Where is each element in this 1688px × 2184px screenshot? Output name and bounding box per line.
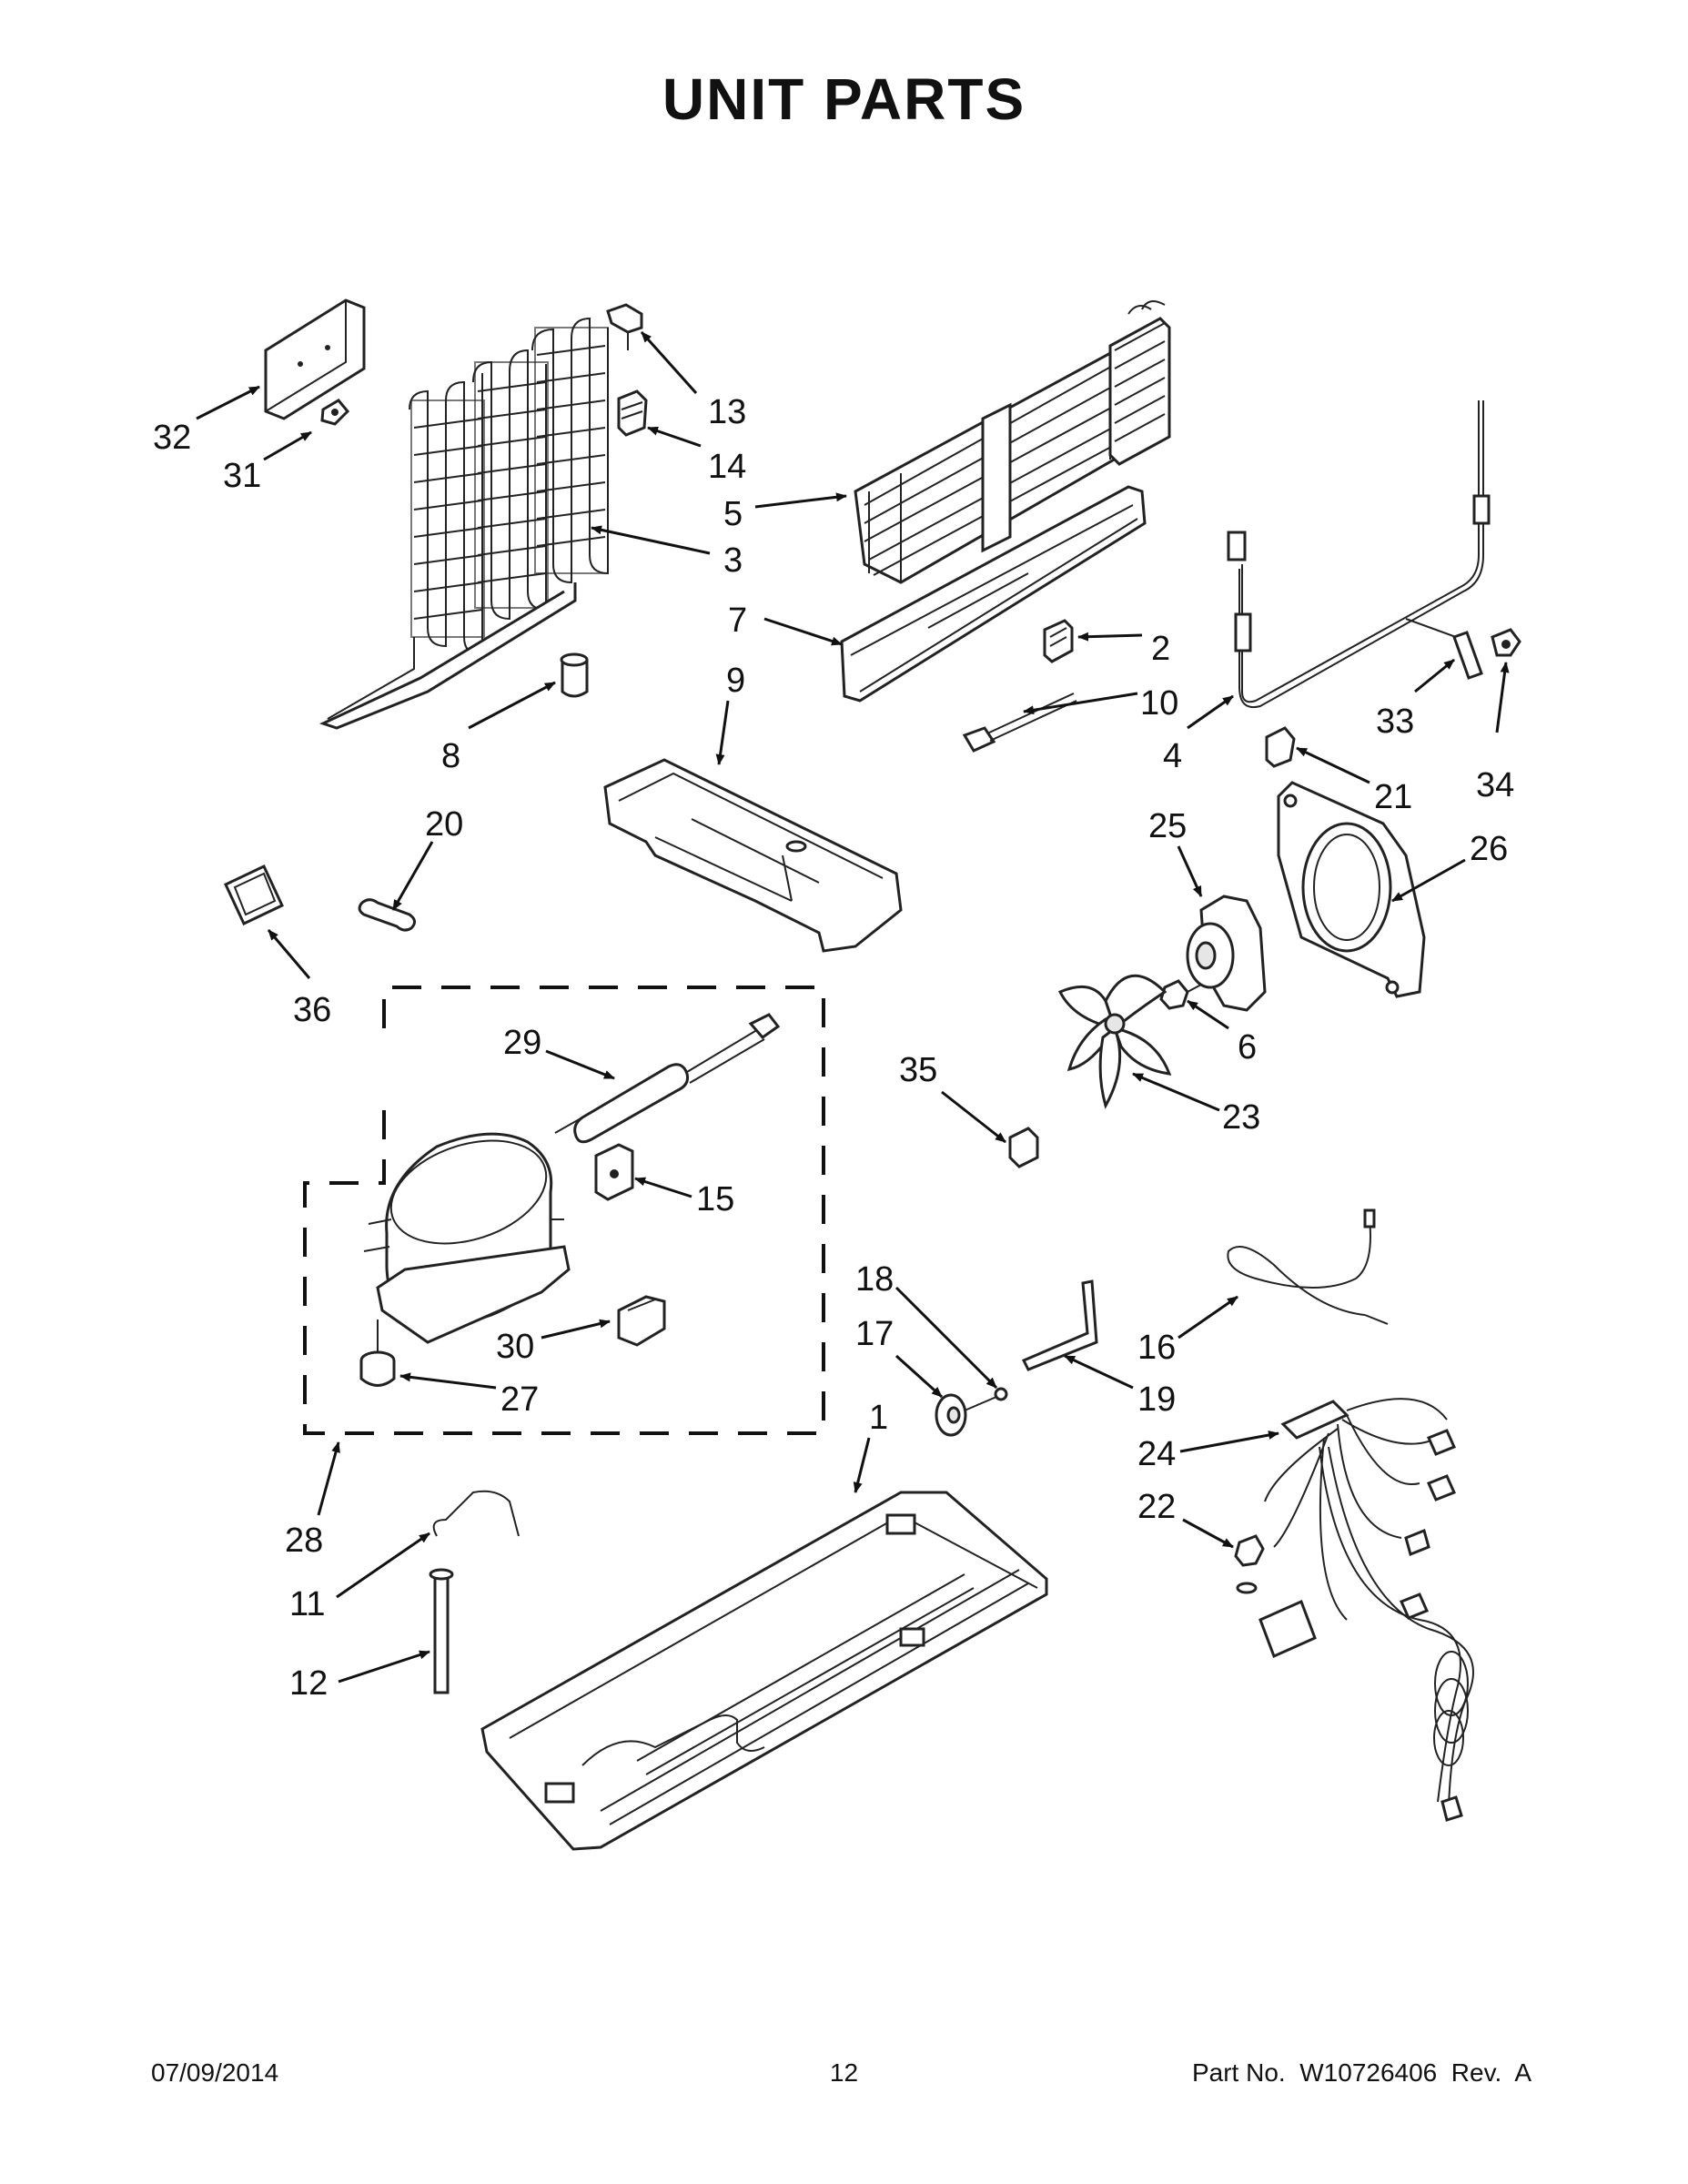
callout-7: 7: [728, 602, 747, 640]
callout-3: 3: [723, 541, 743, 580]
part-5-evaporator: [854, 300, 1171, 584]
callout-2: 2: [1151, 630, 1170, 668]
callout-labels: 32 31 13 14 5 3 7 2 10 9 8 4 33 34 21 25…: [153, 393, 1514, 1703]
callout-16: 16: [1137, 1329, 1176, 1367]
callout-6: 6: [1238, 1028, 1257, 1067]
callout-5: 5: [723, 495, 743, 533]
part-4-defrost-heater: [1227, 400, 1491, 708]
callout-9: 9: [726, 662, 745, 700]
part-10-tie: [962, 693, 1077, 753]
part-33-bracket: [1452, 631, 1483, 680]
compressor: [363, 1132, 571, 1356]
callout-12: 12: [289, 1664, 328, 1703]
callout-4: 4: [1163, 737, 1182, 775]
callout-13: 13: [708, 393, 746, 431]
part-12-tube: [429, 1568, 454, 1694]
callout-20: 20: [425, 805, 463, 844]
callout-8: 8: [441, 737, 460, 775]
callout-19: 19: [1137, 1380, 1176, 1419]
callout-29: 29: [503, 1024, 541, 1062]
part-22-screw: [1234, 1534, 1265, 1594]
callout-leaders: [196, 330, 1510, 1684]
callout-30: 30: [496, 1328, 534, 1366]
callout-27: 27: [500, 1380, 539, 1419]
callout-15: 15: [696, 1180, 734, 1218]
callout-28: 28: [285, 1522, 323, 1560]
page-title: UNIT PARTS: [662, 66, 1026, 132]
callout-17: 17: [855, 1315, 894, 1353]
part-19-tube: [1021, 1279, 1098, 1371]
footer-date: 07/09/2014: [151, 2058, 279, 2087]
part-3-condenser-coil: [318, 317, 609, 730]
callout-18: 18: [855, 1260, 894, 1299]
callout-22: 22: [1137, 1488, 1176, 1526]
callout-36: 36: [293, 991, 331, 1029]
callout-11: 11: [289, 1585, 325, 1623]
part-15-relay: [594, 1143, 634, 1201]
callout-10: 10: [1140, 684, 1178, 723]
callout-33: 33: [1376, 703, 1414, 741]
part-35-clip: [1008, 1127, 1039, 1168]
callout-21: 21: [1374, 778, 1412, 816]
part-21-screw: [1265, 726, 1296, 768]
callout-14: 14: [708, 448, 746, 486]
part-13-clip: [606, 303, 643, 350]
part-9-drain-pan: [603, 758, 903, 953]
part-1-base-plate: [480, 1491, 1048, 1851]
part-17-roller: [935, 1393, 967, 1437]
footer-page-number: 12: [829, 2058, 859, 2087]
part-23-fan-blade: [1057, 974, 1172, 1109]
part-27-grommet: [359, 1350, 396, 1387]
part-18-axle: [964, 1387, 1008, 1411]
part-20-strap: [358, 898, 416, 932]
part-26-fan-shroud: [1277, 781, 1426, 998]
callout-1: 1: [869, 1399, 888, 1437]
footer-part-number: Part No. W10726406 Rev. A: [1191, 2058, 1531, 2087]
part-36-pad: [224, 864, 284, 926]
part-8-ferrule: [560, 652, 589, 698]
callout-31: 31: [223, 457, 261, 495]
part-31-clip: [320, 399, 350, 426]
part-28-compressor-kit-group: [303, 986, 825, 1435]
callout-34: 34: [1476, 766, 1514, 804]
part-2-clip: [1043, 619, 1074, 663]
part-32-bracket: [264, 298, 366, 420]
part-11-clip: [432, 1490, 520, 1537]
callout-25: 25: [1148, 807, 1187, 845]
part-6-nut: [1159, 979, 1202, 1010]
callout-35: 35: [899, 1051, 937, 1089]
part-30-overload: [617, 1295, 666, 1347]
part-14-screw: [617, 389, 648, 437]
callout-24: 24: [1137, 1435, 1176, 1473]
part-7-drain-trough: [840, 485, 1147, 703]
part-16-tube: [1227, 1208, 1389, 1325]
part-24-wire-harness: [1258, 1398, 1474, 1822]
callout-23: 23: [1222, 1098, 1260, 1137]
part-34-screw: [1491, 628, 1521, 657]
callout-26: 26: [1470, 830, 1508, 868]
callout-32: 32: [153, 419, 191, 457]
part-25-fan-motor: [1186, 895, 1267, 1012]
part-29-drier: [554, 1013, 781, 1144]
